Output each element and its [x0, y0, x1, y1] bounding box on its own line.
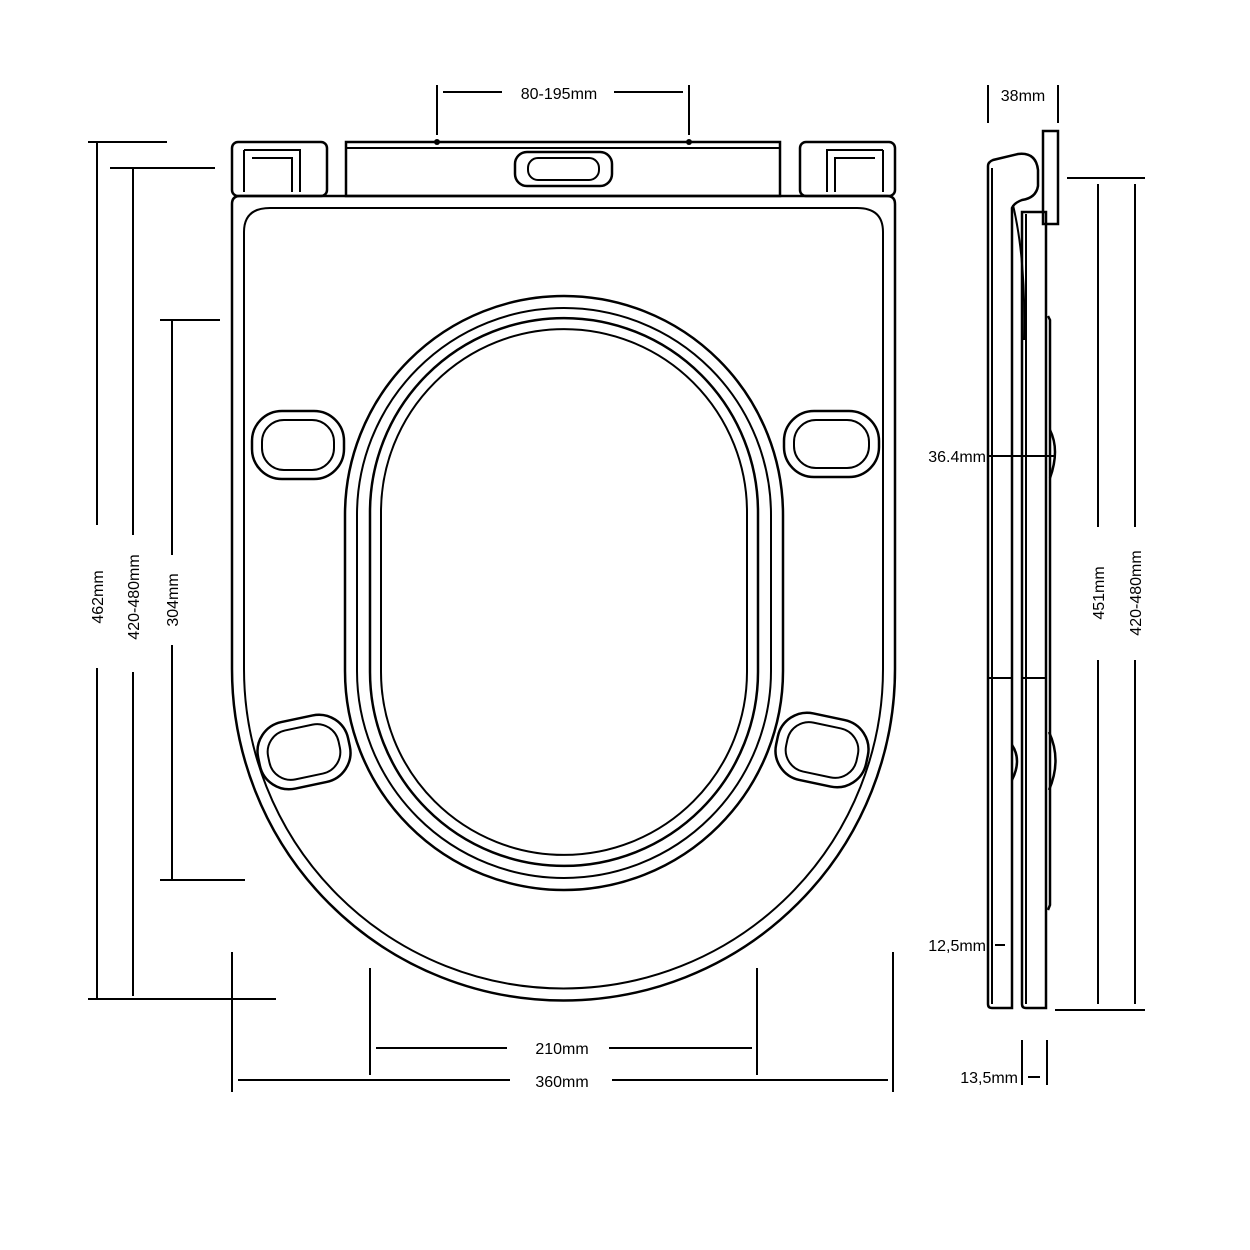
dim-fixing-length: 420-480mm [126, 554, 143, 639]
knob-upper [1048, 429, 1057, 479]
bumper-strip [1046, 315, 1052, 911]
dim-hinge-depth: 38mm [1001, 88, 1045, 105]
hinge-left [230, 140, 329, 198]
seat-profile [1020, 210, 1048, 1010]
dim-lid-thickness: 12,5mm [928, 938, 986, 955]
lid-profile [986, 152, 1040, 1010]
front-dimensions: 80-195mm 462mm 420-480mm 304mm 210mm 360… [88, 85, 894, 1092]
dim-overall-length: 462mm [90, 570, 107, 623]
dim-seat-length: 451mm [1091, 566, 1108, 619]
dim-inner-width: 210mm [535, 1041, 588, 1058]
seat-outline [230, 194, 897, 1002]
bumper-bottom-left [256, 713, 352, 791]
seat-inner-outline [243, 207, 884, 990]
hinge-bar [344, 139, 782, 198]
dim-knob-height: 36.4mm [928, 449, 986, 466]
bumper-top-left [250, 409, 346, 481]
dim-hinge-spacing: 80-195mm [521, 86, 597, 103]
knob-lid [1010, 744, 1019, 781]
side-dimensions: 38mm 36.4mm 12,5mm 13,5mm 451mm 420-480m… [928, 85, 1145, 1087]
side-view [986, 129, 1060, 1010]
dim-fixing-to-bottom: 304mm [165, 573, 182, 626]
hinge-right [798, 140, 897, 198]
dim-overall-width: 360mm [535, 1074, 588, 1091]
dim-side-fixing-length: 420-480mm [1128, 550, 1145, 635]
seat-opening [368, 316, 760, 868]
knob-lower [1047, 731, 1057, 791]
ring-outer [343, 294, 785, 892]
bumper-bottom-right [774, 711, 870, 789]
dim-seat-thickness: 13,5mm [960, 1070, 1018, 1087]
bumper-top-right [782, 409, 881, 479]
front-view [230, 139, 897, 1002]
hinge-slot [513, 150, 614, 188]
hinge-post [1041, 129, 1060, 226]
